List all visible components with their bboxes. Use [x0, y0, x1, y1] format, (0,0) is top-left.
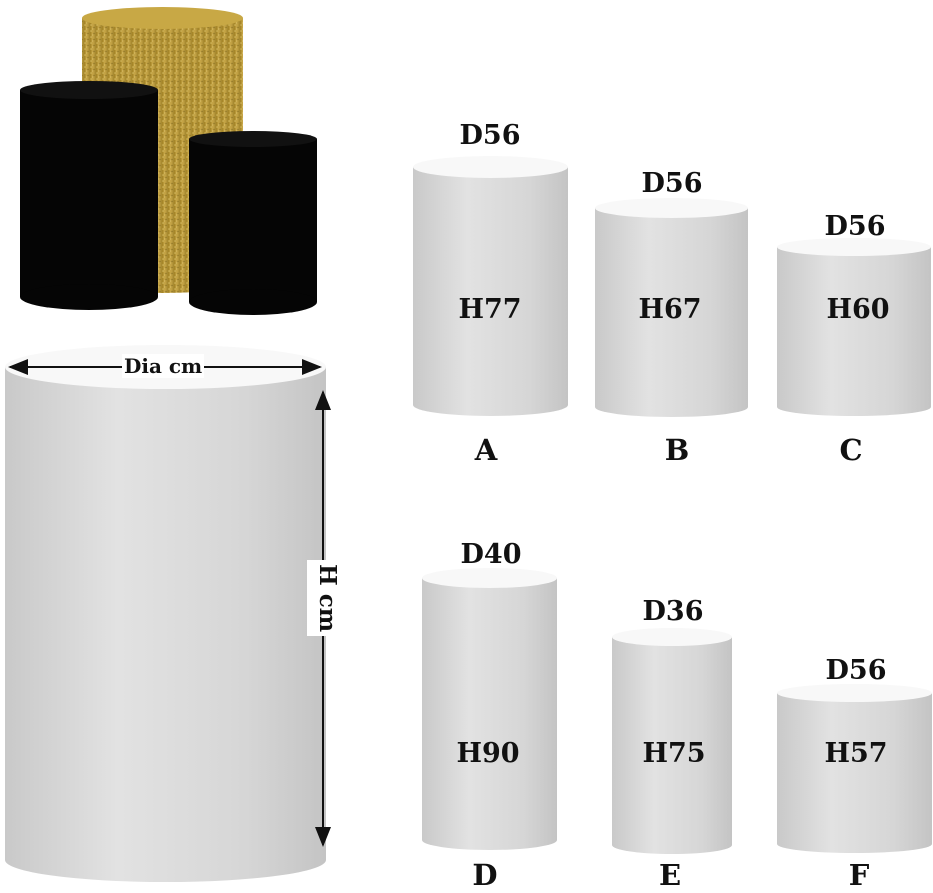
cylinder-E	[612, 628, 732, 854]
cylinder-d-diameter: D40	[460, 539, 522, 570]
cylinder-b-letter: B	[664, 433, 690, 467]
measurement-cylinder	[5, 345, 331, 882]
cylinder-f-letter: F	[848, 858, 870, 892]
diameter-label: Dia cm	[122, 354, 205, 378]
cylinder-c-letter: C	[839, 433, 863, 467]
cylinder-b-height: H67	[638, 294, 702, 325]
cylinder-e-letter: E	[658, 858, 682, 892]
black-cylinder-small	[189, 131, 317, 315]
cylinder-F	[777, 684, 932, 853]
cylinder-c-diameter: D56	[824, 211, 886, 242]
cylinder-d-height: H90	[456, 738, 520, 769]
cylinder-a-diameter: D56	[459, 120, 521, 151]
cylinder-D	[422, 568, 557, 850]
cylinder-e-height: H75	[642, 738, 706, 769]
cylinder-a-height: H77	[458, 294, 522, 325]
cylinder-C	[777, 238, 931, 416]
cylinder-A	[413, 156, 568, 416]
height-label: H cm	[307, 560, 341, 637]
cylinder-f-height: H57	[824, 738, 888, 769]
cylinder-e-diameter: D36	[642, 596, 704, 627]
cylinder-d-letter: D	[472, 858, 498, 892]
cylinder-a-letter: A	[474, 433, 498, 467]
black-cylinder-large	[20, 81, 158, 310]
cylinder-c-height: H60	[826, 294, 890, 325]
cylinder-f-diameter: D56	[825, 655, 887, 686]
cylinder-b-diameter: D56	[641, 168, 703, 199]
cylinder-B	[595, 198, 748, 417]
